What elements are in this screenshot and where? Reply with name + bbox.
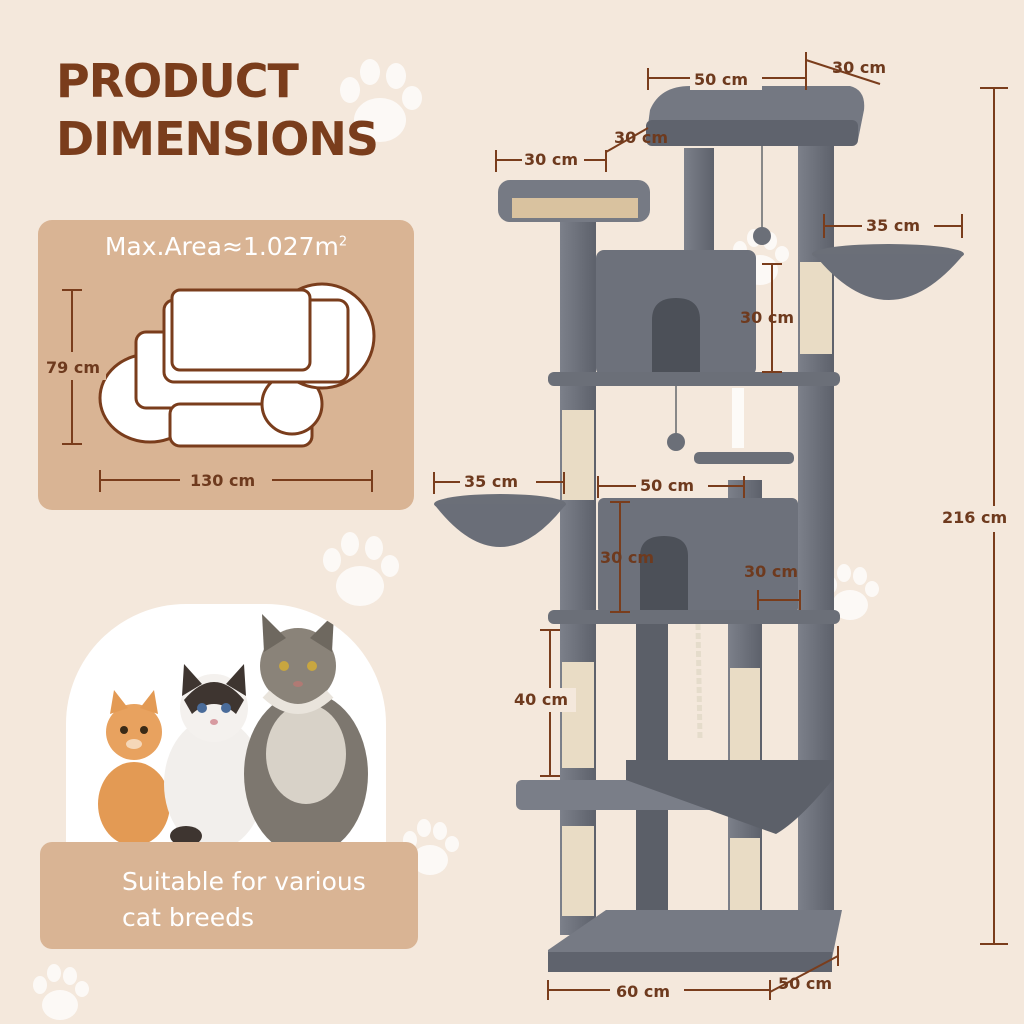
caption-box: Suitable for various cat breeds xyxy=(40,842,418,949)
caption-line-2: cat breeds xyxy=(122,903,255,932)
cat-tree xyxy=(434,86,964,972)
max-area-label: Max.Area≈1.027m2 xyxy=(104,232,348,261)
upper-condo-height-label: 30 cm xyxy=(740,308,794,327)
post-height-label: 40 cm xyxy=(514,690,568,709)
caption-line-1: Suitable for various xyxy=(122,867,366,896)
footprint-diagram xyxy=(40,282,376,494)
area-width-label: 130 cm xyxy=(190,471,256,490)
caption-text: Suitable for various cat breeds xyxy=(122,864,366,936)
lower-condo-height-label: 30 cm xyxy=(600,548,654,567)
base-width-label: 60 cm xyxy=(616,982,670,1001)
upper-basket-label: 35 cm xyxy=(866,216,920,235)
ragdoll-cat xyxy=(164,664,264,850)
left-perch-width-label: 30 cm xyxy=(524,150,578,169)
area-height-label: 79 cm xyxy=(46,358,100,377)
lower-condo-depth-label: 30 cm xyxy=(744,562,798,581)
lower-condo-width-label: 50 cm xyxy=(640,476,694,495)
top-platform-depth-label: 30 cm xyxy=(832,58,886,77)
cat-photo xyxy=(66,604,386,854)
lower-basket-label: 35 cm xyxy=(464,472,518,491)
title-line-2: DIMENSIONS xyxy=(56,112,379,166)
orange-kitten xyxy=(98,690,170,846)
top-platform-width-label: 50 cm xyxy=(694,70,748,89)
cats-illustration xyxy=(98,614,368,854)
left-perch-depth-label: 30 cm xyxy=(614,128,668,147)
maine-coon-cat xyxy=(244,614,368,854)
page-title: PRODUCT DIMENSIONS xyxy=(56,52,379,168)
base-depth-label: 50 cm xyxy=(778,974,832,993)
title-line-1: PRODUCT xyxy=(56,54,299,108)
total-height-label: 216 cm xyxy=(942,508,1008,527)
